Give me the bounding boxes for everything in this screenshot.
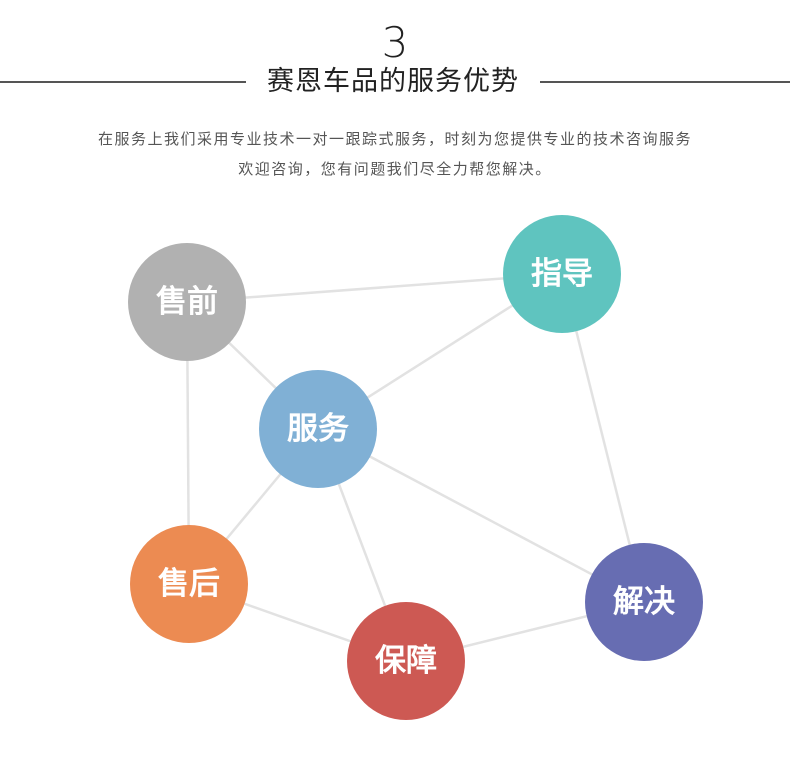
node-label-baozhang: 保障 bbox=[375, 643, 437, 679]
edge-shouqian-zhidao bbox=[186, 272, 563, 304]
node-baozhang: 保障 bbox=[347, 602, 465, 720]
node-circle-zhidao bbox=[503, 215, 621, 333]
node-jiejue: 解决 bbox=[585, 543, 703, 661]
title-divider-right bbox=[540, 81, 790, 83]
node-circle-baozhang bbox=[347, 602, 465, 720]
node-zhidao: 指导 bbox=[503, 215, 621, 333]
edge-fuwu-jiejue bbox=[317, 427, 645, 604]
node-fuwu: 服务 bbox=[259, 370, 377, 488]
description-line-2: 欢迎咨询，您有问题我们尽全力帮您解决。 bbox=[238, 160, 552, 178]
description-line-1: 在服务上我们采用专业技术一对一跟踪式服务，时刻为您提供专业的技术咨询服务 bbox=[97, 130, 692, 148]
section-number: 3 bbox=[381, 18, 409, 67]
node-label-zhidao: 指导 bbox=[531, 256, 593, 292]
node-circle-shouqian bbox=[128, 243, 246, 361]
node-circle-fuwu bbox=[259, 370, 377, 488]
node-label-jiejue: 解决 bbox=[613, 584, 675, 620]
node-label-shouqian: 售前 bbox=[156, 284, 218, 320]
node-circle-shouhou bbox=[130, 525, 248, 643]
section-title-row: 赛恩车品的服务优势 bbox=[0, 64, 790, 100]
node-label-shouhou: 售后 bbox=[158, 566, 220, 602]
node-shouhou: 售后 bbox=[130, 525, 248, 643]
node-label-fuwu: 服务 bbox=[287, 411, 349, 447]
title-divider-left bbox=[0, 81, 246, 83]
node-shouqian: 售前 bbox=[128, 243, 246, 361]
node-circle-jiejue bbox=[585, 543, 703, 661]
section-title: 赛恩车品的服务优势 bbox=[267, 66, 519, 97]
